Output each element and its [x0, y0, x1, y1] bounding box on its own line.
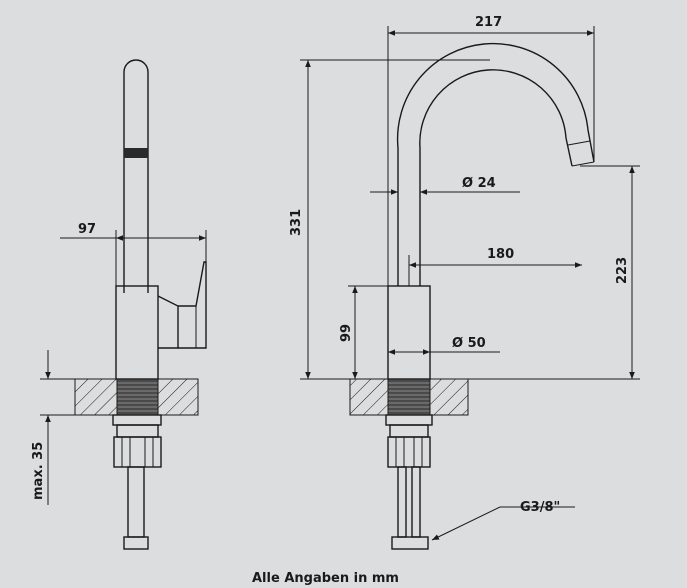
thread-section-2: [387, 378, 431, 416]
dim-223: 223: [615, 257, 630, 284]
dim-max35: max. 35: [31, 442, 46, 500]
units-caption: Alle Angaben in mm: [252, 571, 399, 586]
countertop-left: [74, 378, 118, 416]
thread-label: G3/8": [520, 500, 560, 515]
countertop-left-2: [349, 378, 389, 416]
side-view: [40, 59, 207, 550]
dim-217: 217: [475, 15, 502, 30]
dim-d24: Ø 24: [462, 176, 496, 191]
front-view: [300, 26, 640, 550]
countertop-right-2: [429, 378, 469, 416]
dim-180: 180: [487, 247, 514, 262]
aerator-band: [124, 148, 148, 158]
dim-99: 99: [339, 324, 354, 342]
dim-97: 97: [78, 222, 96, 237]
thread-section: [116, 378, 159, 416]
dim-331: 331: [289, 209, 304, 236]
countertop-right: [157, 378, 199, 416]
dim-d50: Ø 50: [452, 336, 486, 351]
